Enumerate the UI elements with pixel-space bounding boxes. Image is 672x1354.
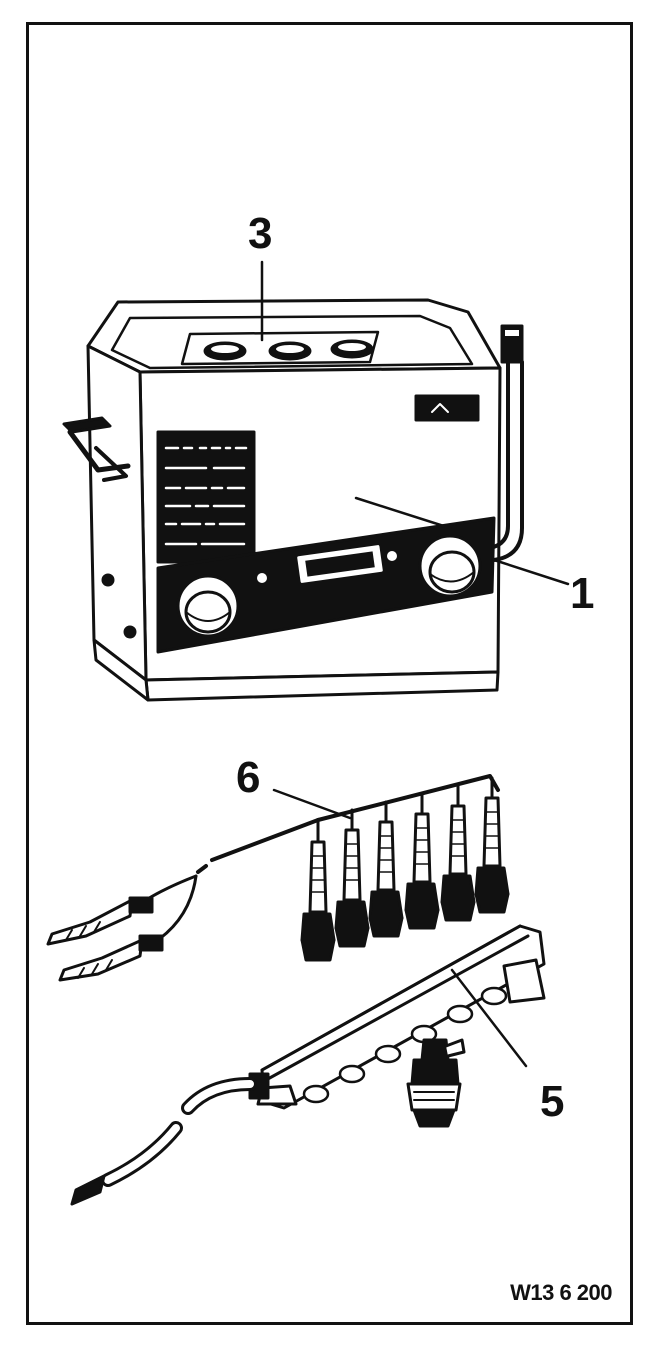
alligator-clip-lower bbox=[58, 934, 164, 982]
rail-ports bbox=[302, 986, 508, 1104]
figure-frame bbox=[26, 22, 633, 1325]
callout-1: 1 bbox=[570, 569, 595, 618]
warning-label bbox=[414, 394, 480, 422]
leader-5 bbox=[450, 968, 528, 1068]
leader-1b bbox=[354, 496, 452, 530]
fuel-rail bbox=[70, 924, 546, 1206]
callout-3: 3 bbox=[248, 209, 273, 258]
drain-hose bbox=[488, 324, 524, 562]
fuel-injector bbox=[406, 1038, 466, 1128]
right-knob bbox=[418, 534, 482, 598]
figure-code: W13 6 200 bbox=[510, 1280, 612, 1305]
instruction-panel bbox=[156, 430, 256, 564]
leader-lines bbox=[260, 260, 570, 1068]
harness-connectors bbox=[300, 776, 510, 962]
leader-6 bbox=[272, 788, 352, 820]
alligator-clip-upper bbox=[46, 896, 154, 946]
ultrasonic-cleaner bbox=[62, 298, 524, 702]
leader-1 bbox=[492, 558, 570, 586]
lid bbox=[180, 330, 380, 366]
control-strip bbox=[156, 516, 496, 654]
left-knob bbox=[176, 574, 240, 638]
side-handle bbox=[62, 416, 131, 482]
injector-harness bbox=[46, 774, 510, 982]
callout-6: 6 bbox=[236, 753, 261, 802]
callout-5: 5 bbox=[540, 1077, 565, 1126]
